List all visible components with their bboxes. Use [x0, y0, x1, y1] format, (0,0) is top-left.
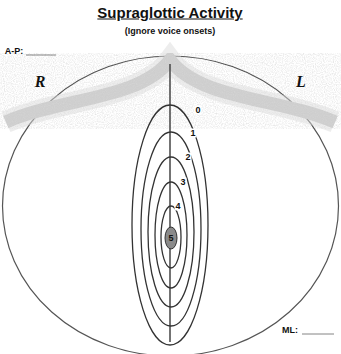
field-label: A-P: — [5, 47, 24, 56]
field-label: ML: — [282, 326, 298, 335]
contour-line — [155, 182, 187, 288]
blank-line — [26, 55, 56, 56]
instruction-note: (Ignore voice onsets) — [125, 27, 216, 36]
contour-number: 2 — [184, 153, 191, 162]
contour-line — [148, 157, 194, 307]
contour-number: 5 — [168, 234, 173, 243]
contour-line — [141, 132, 201, 326]
contour-line — [161, 206, 181, 268]
diagram-title: Supraglottic Activity — [97, 5, 242, 20]
blank-line — [302, 334, 334, 335]
side-marker: R — [35, 74, 46, 90]
contour-number: 1 — [189, 129, 196, 138]
contour-number: 3 — [179, 178, 186, 187]
view-outline — [3, 56, 339, 354]
side-marker: L — [296, 74, 306, 90]
contour-number: 0 — [194, 106, 201, 115]
midline — [169, 64, 171, 342]
contour-line — [132, 105, 208, 345]
center-spot — [165, 227, 177, 249]
contour-number: 4 — [174, 202, 181, 211]
